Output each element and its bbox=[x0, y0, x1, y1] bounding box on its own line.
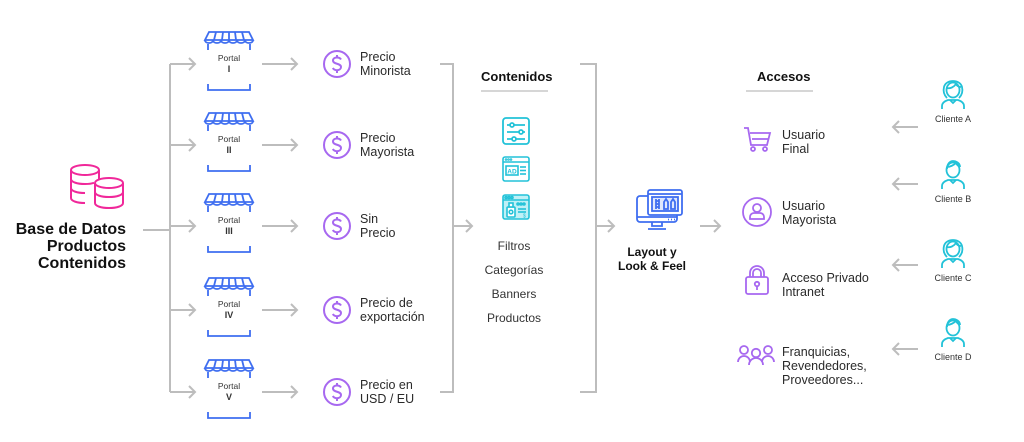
portal-label: Portal V bbox=[204, 381, 254, 403]
price-label: Precio de exportación bbox=[360, 296, 425, 324]
storefront-icon bbox=[203, 28, 255, 103]
arrow-head-right bbox=[290, 138, 299, 152]
contents-title: Contenidos bbox=[481, 69, 553, 84]
arrow-head-left bbox=[891, 342, 900, 356]
dollar-circle-icon bbox=[322, 377, 352, 412]
arrow-head-right bbox=[290, 385, 299, 399]
price-label: Precio en USD / EU bbox=[360, 378, 415, 406]
arrow-head-left bbox=[891, 258, 900, 272]
dollar-circle-icon bbox=[322, 49, 352, 84]
arrow-head-right bbox=[607, 219, 616, 233]
price-bracket bbox=[440, 63, 454, 393]
contents-item-categorias: Categorías bbox=[484, 263, 544, 277]
portal-numeral: III bbox=[225, 226, 233, 236]
client-label: Cliente D bbox=[934, 352, 972, 362]
client-label: Cliente B bbox=[934, 194, 972, 204]
contents-item-banners: Banners bbox=[491, 287, 537, 301]
contents-title-divider bbox=[481, 90, 548, 92]
svg-text:$: $ bbox=[523, 214, 526, 220]
database-label-line: Contenidos bbox=[38, 255, 126, 272]
arrow-head-left bbox=[891, 120, 900, 134]
monitor-design-icon bbox=[634, 188, 686, 237]
portal-label: Portal IV bbox=[204, 299, 254, 321]
arrow-head-right bbox=[290, 219, 299, 233]
layout-label-line: Look & Feel bbox=[617, 259, 686, 273]
price-label: Precio Minorista bbox=[360, 50, 411, 78]
layout-label-line: Layout y bbox=[627, 245, 677, 259]
svg-text:AD: AD bbox=[507, 169, 517, 176]
access-label-franquicias: Franquicias,Revendedores,Proveedores... bbox=[782, 345, 867, 387]
portal-label: Portal II bbox=[204, 134, 254, 156]
client-label: Cliente C bbox=[934, 273, 972, 283]
database-icon bbox=[63, 163, 127, 216]
client-label: Cliente A bbox=[934, 114, 972, 124]
arrow-head-right bbox=[290, 303, 299, 317]
arrow-head-right bbox=[290, 57, 299, 71]
database-label-line: Base de Datos bbox=[15, 221, 126, 238]
sliders-icon bbox=[501, 116, 531, 151]
dollar-circle-icon bbox=[322, 130, 352, 165]
database-label: Base de Datos Productos Contenidos bbox=[0, 221, 126, 272]
storefront-icon bbox=[203, 274, 255, 349]
client-male-icon bbox=[938, 316, 968, 353]
contents-item-filtros: Filtros bbox=[497, 239, 531, 253]
storefront-icon bbox=[203, 356, 255, 431]
portal-label: Portal III bbox=[204, 215, 254, 237]
ad-banner-icon: AD bbox=[501, 155, 531, 188]
storefront-icon bbox=[203, 190, 255, 265]
accesses-title-divider bbox=[746, 90, 813, 92]
arrow-head-right bbox=[465, 219, 474, 233]
dollar-circle-icon bbox=[322, 295, 352, 330]
portal-numeral: I bbox=[227, 64, 231, 74]
arrow-head-right bbox=[188, 138, 197, 152]
client-female-icon bbox=[938, 237, 968, 274]
price-label: Sin Precio bbox=[360, 212, 396, 240]
portal-numeral: IV bbox=[224, 310, 234, 320]
contents-item-productos: Productos bbox=[486, 311, 542, 325]
portal-numeral: II bbox=[226, 145, 232, 155]
arrow-head-right bbox=[188, 385, 197, 399]
user-circle-icon bbox=[741, 196, 773, 233]
dollar-circle-icon bbox=[322, 211, 352, 246]
padlock-icon bbox=[744, 264, 770, 301]
user-group-icon bbox=[737, 344, 775, 371]
shopping-cart-icon bbox=[743, 125, 773, 158]
accesses-title: Accesos bbox=[757, 69, 811, 84]
arrow-head-left bbox=[891, 177, 900, 191]
client-female-icon bbox=[938, 78, 968, 115]
product-page-icon: $ bbox=[501, 193, 531, 226]
portal-label: Portal I bbox=[204, 53, 254, 75]
price-label: Precio Mayorista bbox=[360, 131, 415, 159]
contents-bracket bbox=[580, 63, 597, 393]
database-label-line: Productos bbox=[46, 238, 126, 255]
storefront-icon bbox=[203, 109, 255, 184]
portal-numeral: V bbox=[225, 392, 232, 402]
arrow-head-right bbox=[188, 57, 197, 71]
layout-label: Layout y Look & Feel bbox=[612, 245, 692, 273]
arrow-head-right bbox=[188, 303, 197, 317]
client-male-icon bbox=[938, 158, 968, 195]
arrow-head-right bbox=[188, 219, 197, 233]
arrow-head-right bbox=[713, 219, 722, 233]
